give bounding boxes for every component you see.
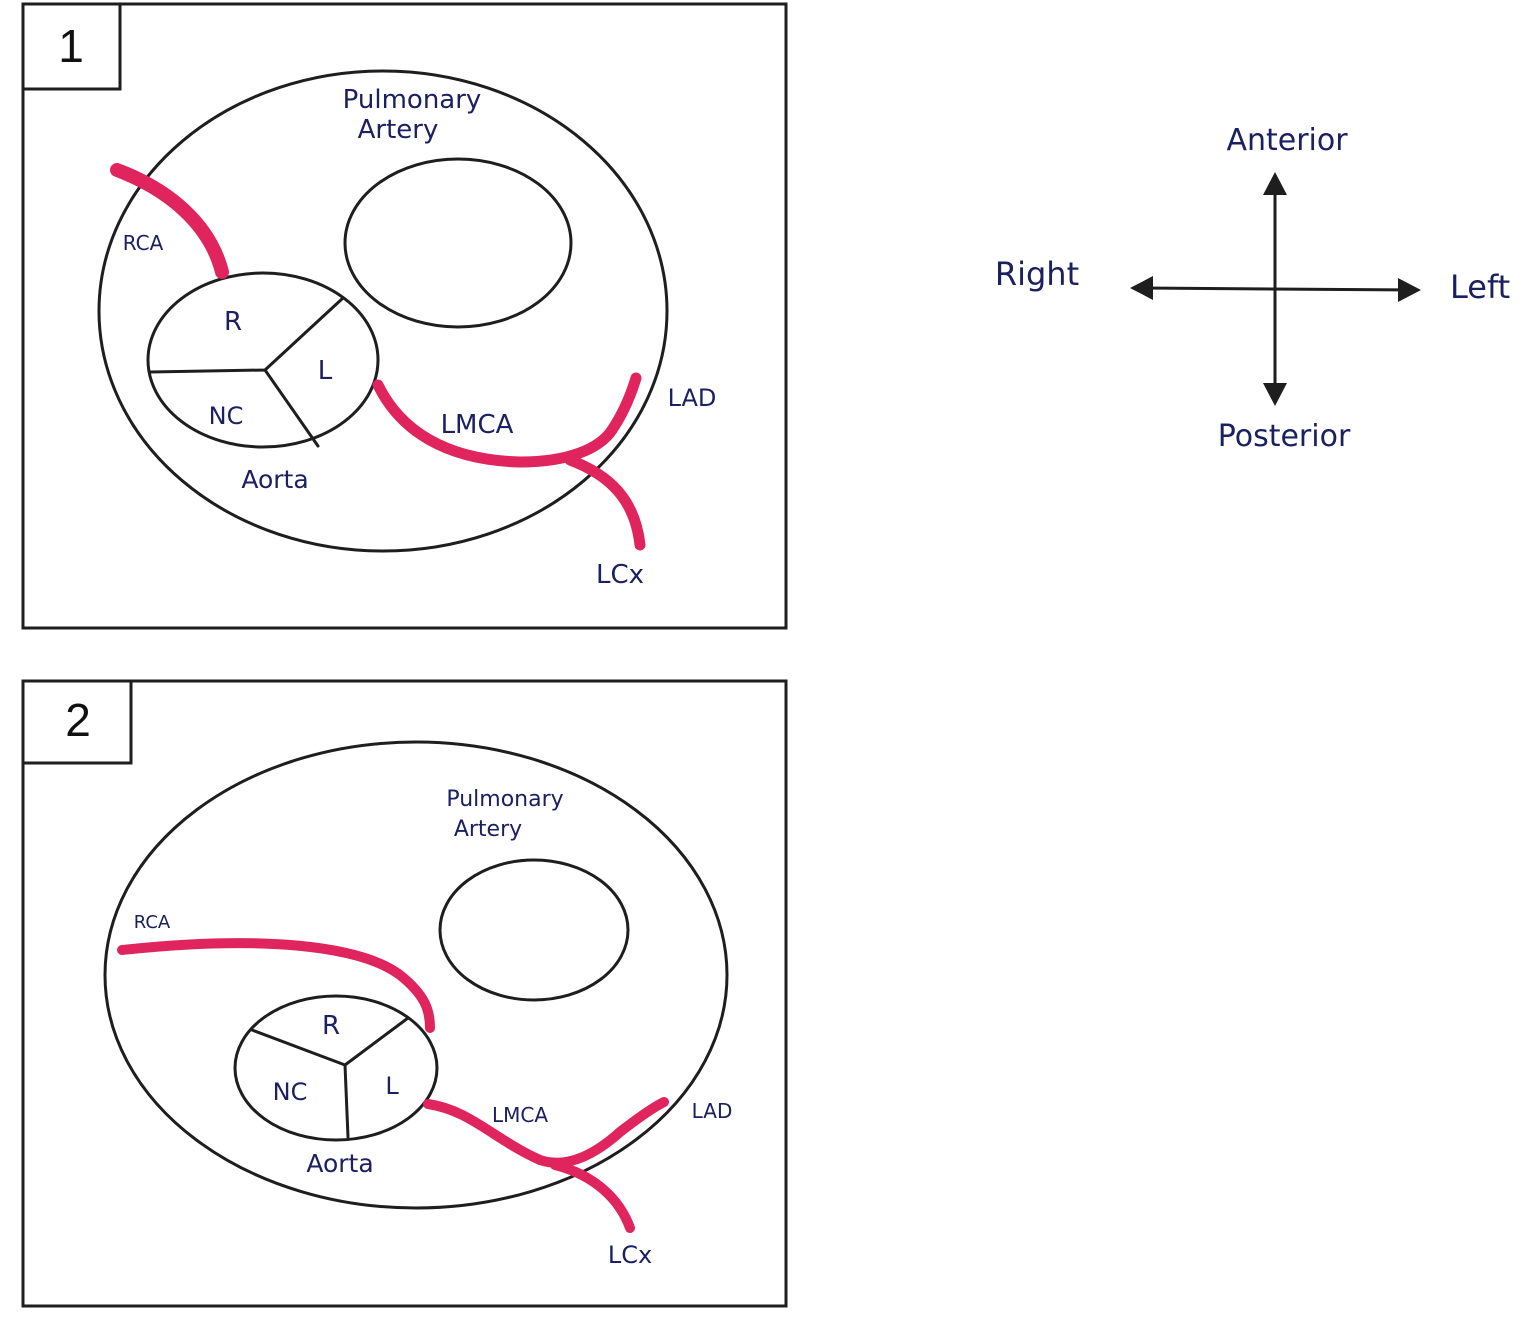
panel-1-pulmonary-artery [343,157,573,329]
right-arrowhead-icon [1130,276,1153,300]
orientation-compass: Anterior Posterior Right Left [995,123,1510,454]
panel-2-number: 2 [65,694,91,746]
panel-2-pulmonary-artery [438,858,630,1002]
panel-1-heart-outline [97,69,669,553]
panel-2-rca-vessel [117,938,435,1033]
panel-2-lmca-lad-vessel [423,1097,669,1168]
panel-2-aorta [233,994,439,1142]
panel-2-heart-outline [103,740,729,1210]
panel-1-frame [21,2,788,630]
compass-horizontal-arrow [1136,286,1415,292]
panel-2-lmca-label: LMCA [492,1103,548,1127]
panel-1-aorta-label: Aorta [241,465,308,494]
panel-2-pulmonary-label-2: Artery [454,817,522,842]
panel-1-cusp-r: R [224,307,242,337]
panel-1-lcx-label: LCx [596,560,644,590]
panel-2-cusp-nc: NC [273,1078,308,1106]
panel-2-cusp-l: L [385,1072,399,1100]
panel-1-pulmonary-label-1: Pulmonary [343,85,482,115]
panel-1-lad-label: LAD [668,384,717,412]
left-arrowhead-icon [1398,278,1421,302]
panel-2-rca-label: RCA [134,912,171,933]
panel-2-pulmonary-label-1: Pulmonary [446,787,563,812]
panel-1-lmca-label: LMCA [441,410,514,440]
compass-posterior-label: Posterior [1218,419,1351,454]
panel-1-aorta [146,271,380,449]
panel-1-rca-vessel [110,163,229,279]
panel-1: 1 Pulmonary Artery R L NC Aorta RCA LMCA… [21,2,788,630]
compass-right-label: Right [995,255,1079,293]
panel-1-number-box [21,2,122,91]
panel-1-aortic-commissures [148,296,345,448]
panel-2-frame [21,679,788,1308]
panel-2-lcx-label: LCx [608,1241,652,1269]
panel-1-number: 1 [58,20,84,72]
compass-anterior-label: Anterior [1226,123,1348,158]
panel-1-rca-label: RCA [123,231,164,255]
panel-2-aortic-commissures [250,1016,410,1139]
panel-2: 2 Pulmonary Artery R L NC Aorta RCA LMCA… [21,679,788,1308]
panel-1-cusp-nc: NC [209,402,244,430]
panel-2-lad-label: LAD [692,1099,733,1123]
anterior-arrowhead-icon [1263,172,1287,195]
panel-2-aorta-label: Aorta [306,1149,373,1178]
panel-2-cusp-r: R [322,1011,340,1041]
posterior-arrowhead-icon [1263,383,1287,406]
panel-1-lmca-lad-vessel [372,372,642,468]
panel-2-number-box [21,679,133,765]
panel-1-cusp-l: L [318,356,333,386]
panel-2-lcx-vessel [550,1160,635,1233]
panel-1-pulmonary-label-2: Artery [358,115,439,145]
panel-1-lcx-vessel [564,454,646,551]
compass-left-label: Left [1450,268,1510,306]
